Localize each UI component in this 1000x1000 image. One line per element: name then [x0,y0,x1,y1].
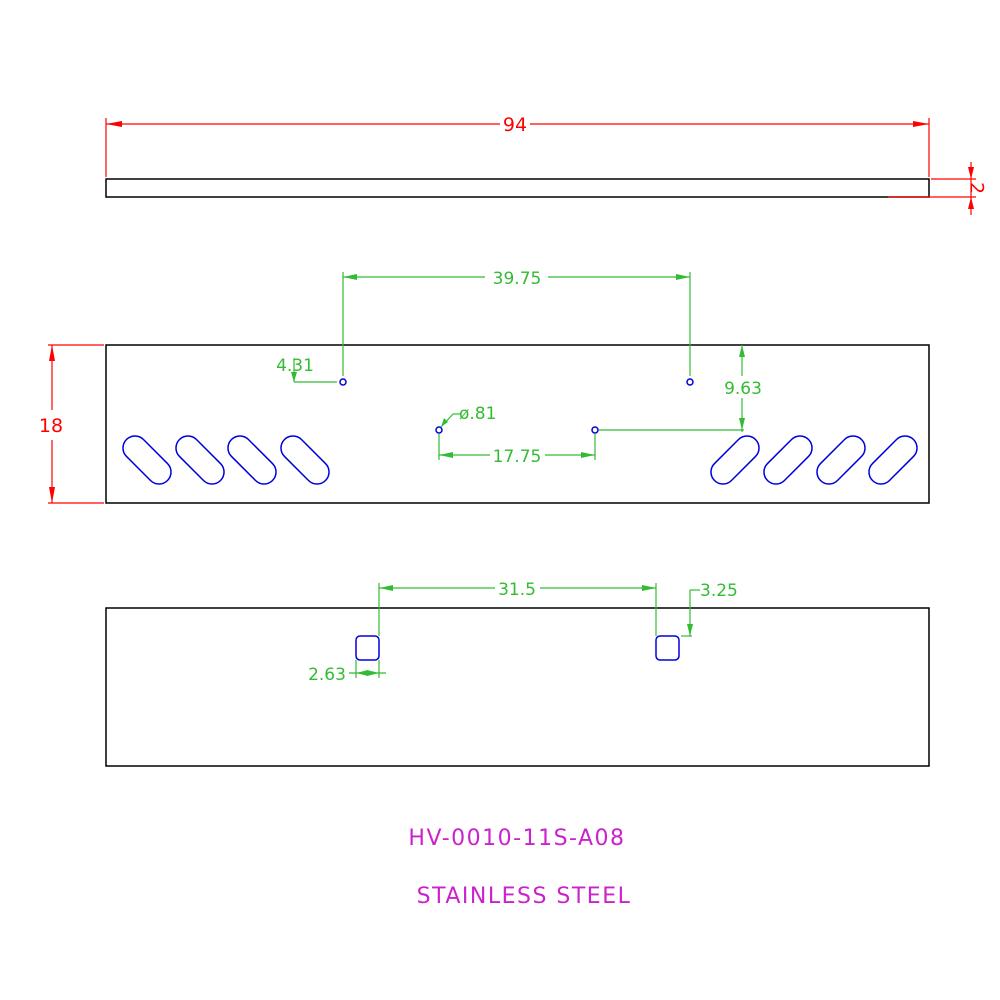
tab-spacing-dimension: 31.5 [378,580,657,636]
slot [868,435,918,485]
slots-right [710,435,918,485]
slot [763,435,813,485]
pin-spacing-label: 17.75 [493,447,542,467]
slot [227,435,277,485]
slot [175,435,225,485]
tab-offset-dimension: 3.25 [681,581,738,637]
hole-offset-left-label: 4.31 [276,356,314,376]
pin-diameter-label: ø.81 [459,404,496,424]
bottom-view-outline [105,607,930,767]
hole-offset-right-dimension: 9.63 [599,345,762,432]
pin-spacing-dimension: 17.75 [438,434,596,467]
slot [122,435,172,485]
face-view: 18 39.75 [39,269,930,504]
tab-width-dimension: 2.63 [308,660,386,685]
slot [710,435,760,485]
part-number: HV-0010-11S-A08 [408,826,625,851]
hole-offset-left-dimension: 4.31 [276,356,337,383]
mounting-hole-left [339,378,347,386]
thickness-dimension: 2 [888,162,988,215]
tab-cutout-right [655,635,680,661]
tab-cutout-left [355,635,380,661]
pin-diameter-callout: ø.81 [440,404,496,428]
hole-spacing-dimension: 39.75 [342,269,691,376]
material-label: STAINLESS STEEL [417,884,632,909]
hole-offset-right-label: 9.63 [724,379,762,399]
thickness-label: 2 [966,182,988,194]
length-label: 94 [503,114,527,136]
tab-width-label: 2.63 [308,665,346,685]
face-view-outline [105,344,930,504]
length-dimension: 94 [105,114,930,177]
slot [816,435,866,485]
top-view: 94 2 [105,114,988,215]
tab-offset-label: 3.25 [700,581,738,601]
width-label: 18 [39,415,63,437]
title-block: HV-0010-11S-A08 STAINLESS STEEL [408,826,632,909]
hole-spacing-label: 39.75 [493,269,542,289]
slots-left [122,435,330,485]
mounting-hole-right [686,378,694,386]
width-dimension: 18 [39,344,104,504]
bottom-view: 31.5 3.25 2.63 [105,580,930,767]
slot [280,435,330,485]
tab-spacing-label: 31.5 [498,580,536,600]
pin-hole-left [435,426,443,434]
pin-hole-right [591,426,599,434]
top-view-outline [105,178,930,198]
